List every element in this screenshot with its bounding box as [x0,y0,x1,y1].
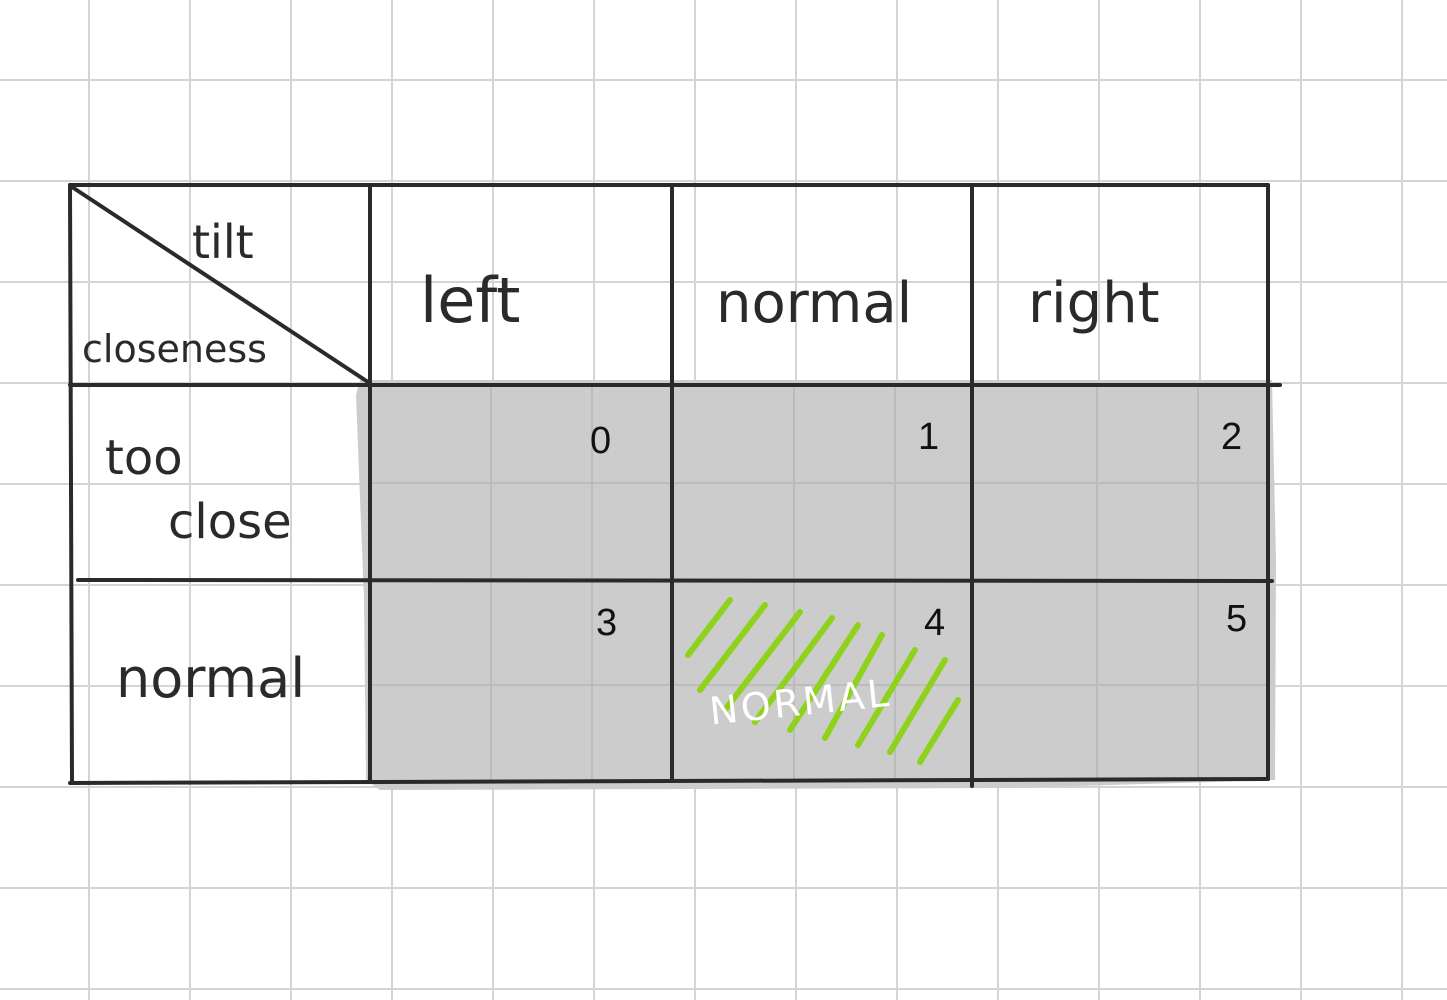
cell-number-0: 0 [590,420,611,462]
column-header-normal: normal [716,271,912,336]
row-header-too: too [105,430,183,486]
cell-number-5: 5 [1226,598,1247,640]
cell-number-2: 2 [1221,416,1242,458]
shaded-cells-area [356,380,1276,790]
row-header-normal: normal [116,647,305,710]
cell-number-4: 4 [924,602,945,644]
corner-closeness-label: closeness [82,327,267,371]
column-header-right: right [1028,271,1160,336]
table-lines [68,183,1282,788]
corner-tilt-label: tilt [192,215,254,269]
green-hatch-marks [685,597,961,765]
cell-number-1: 1 [918,416,939,458]
row-header-close: close [168,494,292,550]
cell-number-3: 3 [596,602,617,644]
column-header-left: left [420,264,520,337]
corner-diagonal [70,185,370,384]
